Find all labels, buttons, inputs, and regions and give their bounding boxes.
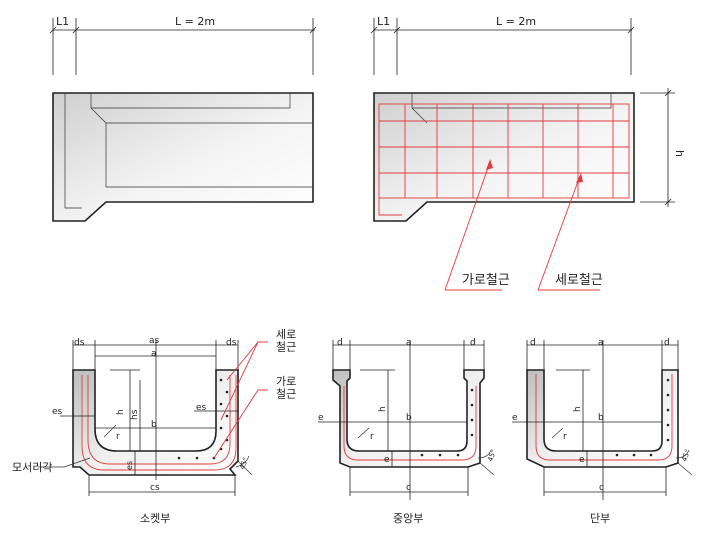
socket-cs: cs <box>150 483 160 493</box>
end-d-right: d <box>664 338 670 348</box>
end-d-left: d <box>530 338 536 348</box>
l1-label: L1 <box>56 15 69 28</box>
socket-es-left: es <box>52 407 63 417</box>
middle-h: h <box>378 406 388 412</box>
socket-callout-corner: 모서리각 <box>12 461 52 474</box>
end-angle: 45° <box>680 448 692 462</box>
socket-angle: 45° <box>238 456 250 470</box>
section-middle: d a d h e b r e c 45° 중앙부 <box>318 338 498 525</box>
socket-hs: hs <box>130 409 140 420</box>
end-c: c <box>599 483 604 493</box>
middle-r: r <box>370 432 374 442</box>
socket-caption: 소켓부 <box>140 512 170 525</box>
socket-ds-left: ds <box>74 338 85 348</box>
middle-angle: 45° <box>486 448 498 462</box>
end-a: a <box>598 338 604 348</box>
middle-c: c <box>406 483 411 493</box>
socket-r: r <box>116 432 120 442</box>
socket-b: b <box>151 420 157 430</box>
end-e-bottom: e <box>579 455 585 465</box>
end-caption: 단부 <box>590 512 610 525</box>
middle-e-bottom: e <box>384 455 390 465</box>
height-label: h <box>673 150 686 157</box>
socket-ds-right: ds <box>226 338 237 348</box>
socket-es-bottom: es <box>125 461 134 470</box>
top-right-view: L1 L = 2m h 가로철근 세로철근 <box>370 15 686 291</box>
length-label-right: L = 2m <box>496 15 536 28</box>
socket-a: a <box>151 349 157 359</box>
socket-as: as <box>149 336 160 346</box>
end-b: b <box>598 413 604 423</box>
middle-d-left: d <box>337 338 343 348</box>
middle-e-left: e <box>318 413 324 423</box>
section-end: d a d h e b r e c 45° 단부 <box>512 338 693 525</box>
top-left-view: L1 L = 2m <box>49 15 317 222</box>
middle-caption: 중앙부 <box>393 512 423 525</box>
end-e-left: e <box>512 413 518 423</box>
horizontal-rebar-label: 가로철근 <box>462 273 510 288</box>
middle-a: a <box>406 338 412 348</box>
socket-es-right: es <box>196 403 207 413</box>
end-r: r <box>563 432 567 442</box>
vertical-rebar-label: 세로철근 <box>555 273 603 288</box>
length-label: L = 2m <box>175 15 215 28</box>
socket-h: h <box>116 409 126 415</box>
middle-d-right: d <box>470 338 476 348</box>
l1-label-right: L1 <box>377 15 390 28</box>
end-h: h <box>573 406 583 412</box>
middle-b: b <box>406 413 412 423</box>
